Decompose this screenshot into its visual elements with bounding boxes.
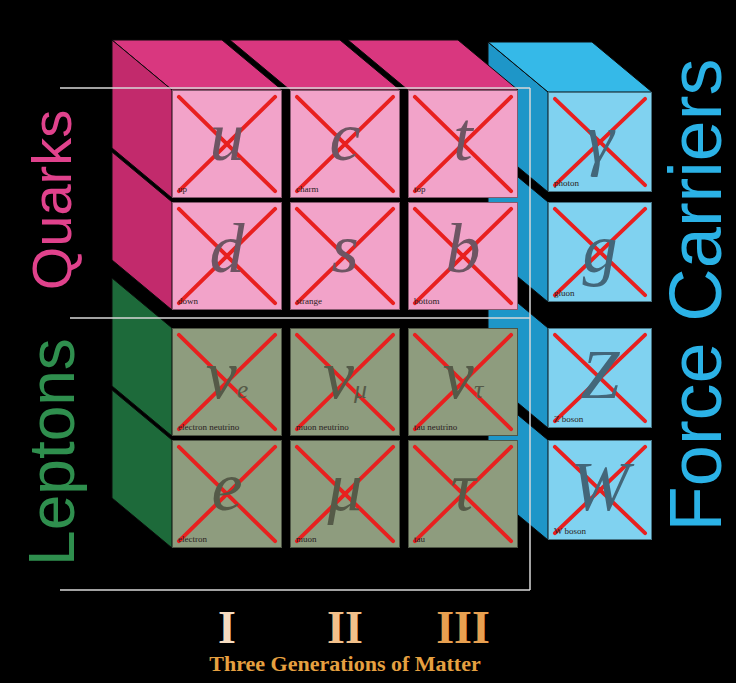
particle-symbol: μ bbox=[291, 447, 399, 527]
particle-cube: t top bbox=[408, 90, 518, 198]
particle-cube: WW boson bbox=[548, 440, 652, 540]
particle-symbol: g bbox=[549, 209, 651, 289]
particle-symbol: ντ bbox=[409, 335, 517, 430]
axis-caption: Three Generations of Matter bbox=[209, 653, 480, 675]
particle-symbol: s bbox=[291, 209, 399, 289]
particle-name: top bbox=[414, 184, 426, 194]
particle-name: Z boson bbox=[554, 414, 583, 424]
particle-cube: c charm bbox=[290, 90, 400, 198]
particle-name: charm bbox=[296, 184, 319, 194]
particle-name: muon neutrino bbox=[296, 422, 349, 432]
particle-name: electron neutrino bbox=[178, 422, 239, 432]
particle-symbol: τ bbox=[409, 447, 517, 527]
category-label: Leptons bbox=[20, 338, 84, 566]
green-side-face bbox=[112, 390, 172, 548]
particle-symbol: u bbox=[173, 97, 281, 177]
particle-symbol: d bbox=[173, 209, 281, 289]
blue-top-face bbox=[488, 42, 652, 92]
particle-cube: s strange bbox=[290, 202, 400, 310]
particle-name: muon bbox=[296, 534, 317, 544]
particle-symbol: c bbox=[291, 97, 399, 177]
particle-symbol: e bbox=[173, 447, 281, 527]
category-label: Force Carriers bbox=[659, 59, 733, 532]
particle-name: down bbox=[178, 296, 198, 306]
particle-cube: νμmuon neutrino bbox=[290, 328, 400, 436]
particle-cube: μ muon bbox=[290, 440, 400, 548]
particle-symbol: Z bbox=[549, 335, 651, 415]
pink-top-face bbox=[348, 40, 518, 90]
particle-name: bottom bbox=[414, 296, 440, 306]
particle-name: electron bbox=[178, 534, 207, 544]
particle-name: gluon bbox=[554, 288, 575, 298]
particle-name: W boson bbox=[554, 526, 586, 536]
particle-name: tau bbox=[414, 534, 425, 544]
particle-name: tau neutrino bbox=[414, 422, 457, 432]
particle-symbol: b bbox=[409, 209, 517, 289]
generation-numeral: I bbox=[218, 605, 236, 651]
particle-cube: u up bbox=[172, 90, 282, 198]
particle-symbol: W bbox=[549, 447, 651, 527]
particle-cube: e electron bbox=[172, 440, 282, 548]
category-label: Quarks bbox=[24, 110, 80, 291]
particle-symbol: νμ bbox=[291, 335, 399, 430]
particle-cube: νeelectron neutrino bbox=[172, 328, 282, 436]
particle-name: up bbox=[178, 184, 187, 194]
particle-cube: γphoton bbox=[548, 92, 652, 192]
particle-cube: ggluon bbox=[548, 202, 652, 302]
particle-name: photon bbox=[554, 178, 579, 188]
particle-cube: b bottom bbox=[408, 202, 518, 310]
particle-cube: ντtau neutrino bbox=[408, 328, 518, 436]
particle-cube: τ tau bbox=[408, 440, 518, 548]
particle-cube: d down bbox=[172, 202, 282, 310]
frame-line bbox=[60, 88, 530, 590]
particle-name: strange bbox=[296, 296, 322, 306]
generation-numeral: II bbox=[327, 605, 363, 651]
generation-numeral: III bbox=[436, 605, 490, 651]
particle-cube: ZZ boson bbox=[548, 328, 652, 428]
particle-symbol: νe bbox=[173, 335, 281, 430]
particle-symbol: γ bbox=[549, 99, 651, 179]
particle-symbol: t bbox=[409, 97, 517, 177]
